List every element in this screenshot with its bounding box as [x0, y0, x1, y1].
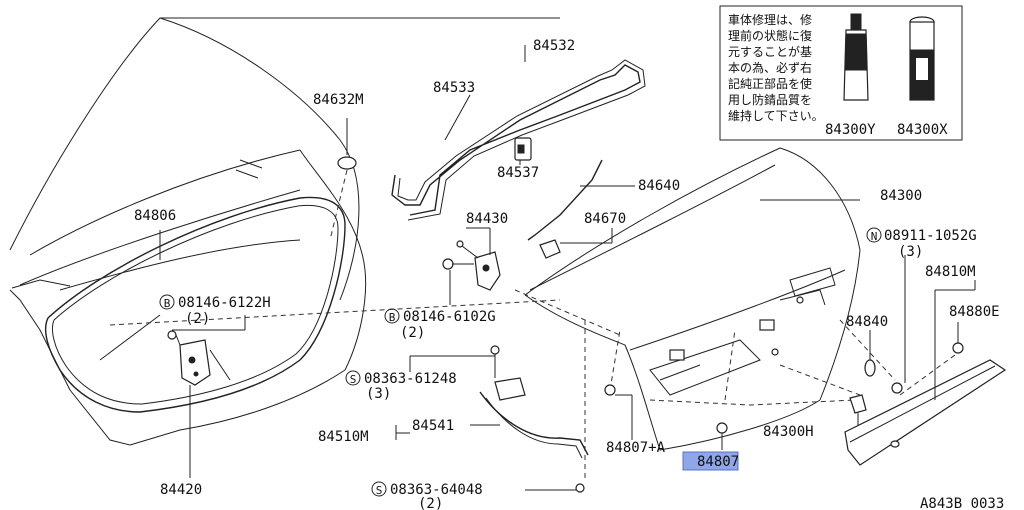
- label-b1-qty: (2): [185, 311, 210, 327]
- part-84670: [539, 228, 613, 259]
- latch-84430: [442, 227, 501, 305]
- svg-text:S: S: [376, 484, 383, 497]
- leader-lines: [159, 94, 860, 260]
- label-n-qty: (3): [898, 244, 923, 260]
- trunk-lid: [524, 147, 861, 451]
- circle-s-mark-2: S: [371, 481, 387, 497]
- label-08363-64048: 08363-64048: [390, 482, 483, 498]
- label-84300H: 84300H: [763, 424, 814, 440]
- note-line-7: 維持して下さい。: [728, 108, 824, 123]
- highlight-84807: [682, 451, 739, 471]
- label-84640: 84640: [638, 178, 680, 194]
- circle-n-mark: N: [866, 227, 882, 243]
- label-84810M: 84810M: [925, 264, 976, 280]
- label-84300: 84300: [880, 188, 922, 204]
- label-84840: 84840: [846, 314, 888, 330]
- label-84632M: 84632M: [313, 92, 364, 108]
- note-line-3: 元することが基: [728, 44, 812, 59]
- label-b2-qty: (2): [400, 325, 425, 341]
- hinge-84420: [167, 315, 246, 478]
- label-s2-qty: (2): [418, 496, 443, 510]
- grommet-84632M: [329, 118, 357, 241]
- label-84670: 84670: [584, 211, 626, 227]
- label-84300Y: 84300Y: [825, 122, 876, 138]
- rod-84640: [527, 159, 635, 241]
- part-84840: [864, 330, 876, 377]
- svg-text:S: S: [350, 373, 357, 386]
- label-84880E: 84880E: [949, 304, 1000, 320]
- torsion-rods: [391, 45, 646, 221]
- label-84807A: 84807+A: [606, 440, 666, 456]
- label-84537: 84537: [497, 165, 539, 181]
- part-84300H: [849, 394, 867, 425]
- clip-84537: [514, 137, 532, 161]
- label-84807[interactable]: 84807: [697, 454, 739, 470]
- dashed-guides: [109, 289, 956, 480]
- label-08363-61248: 08363-61248: [364, 371, 457, 387]
- label-84533: 84533: [433, 80, 475, 96]
- svg-text:B: B: [164, 297, 171, 310]
- label-84510M: 84510M: [318, 429, 369, 445]
- note-line-2: 理前の状態に復: [728, 28, 812, 43]
- svg-text:B: B: [389, 311, 396, 324]
- note-box: 車体修理は、修 理前の状態に復 元することが基 本の為、必ず右 記純正部品を使 …: [719, 5, 963, 141]
- garnish-84810M: [844, 255, 1007, 466]
- part-labels: 84532 84533 84632M 84537 84640 84430 846…: [134, 38, 1004, 510]
- circle-s-mark-1: S: [345, 370, 361, 386]
- label-08911-1052G: 08911-1052G: [884, 228, 977, 244]
- label-s1-qty: (3): [366, 386, 391, 402]
- label-08146-6122H: 08146-6122H: [178, 295, 271, 311]
- label-84806: 84806: [134, 208, 176, 224]
- label-84532: 84532: [533, 38, 575, 54]
- bumper-84807: [604, 384, 728, 450]
- label-84420: 84420: [160, 482, 202, 498]
- note-line-6: 用し防錆品質を: [728, 92, 812, 107]
- spray-can-icon: [909, 16, 935, 101]
- hinge-arm-84510M: [395, 345, 589, 493]
- circle-b-mark-1: B: [159, 294, 175, 310]
- label-84430: 84430: [466, 211, 508, 227]
- svg-text:N: N: [871, 230, 878, 243]
- tube-icon: [843, 13, 869, 101]
- note-line-4: 本の為、必ず右: [728, 60, 812, 75]
- label-84541: 84541: [412, 418, 454, 434]
- diagram-id: A843B 0033: [920, 496, 1004, 510]
- note-line-1: 車体修理は、修: [728, 12, 812, 27]
- car-body-rear: [9, 17, 560, 446]
- note-line-5: 記純正部品を使: [728, 76, 812, 91]
- label-84300X: 84300X: [897, 122, 948, 138]
- circle-b-mark-2: B: [384, 308, 400, 324]
- label-08146-6102G: 08146-6102G: [403, 309, 496, 325]
